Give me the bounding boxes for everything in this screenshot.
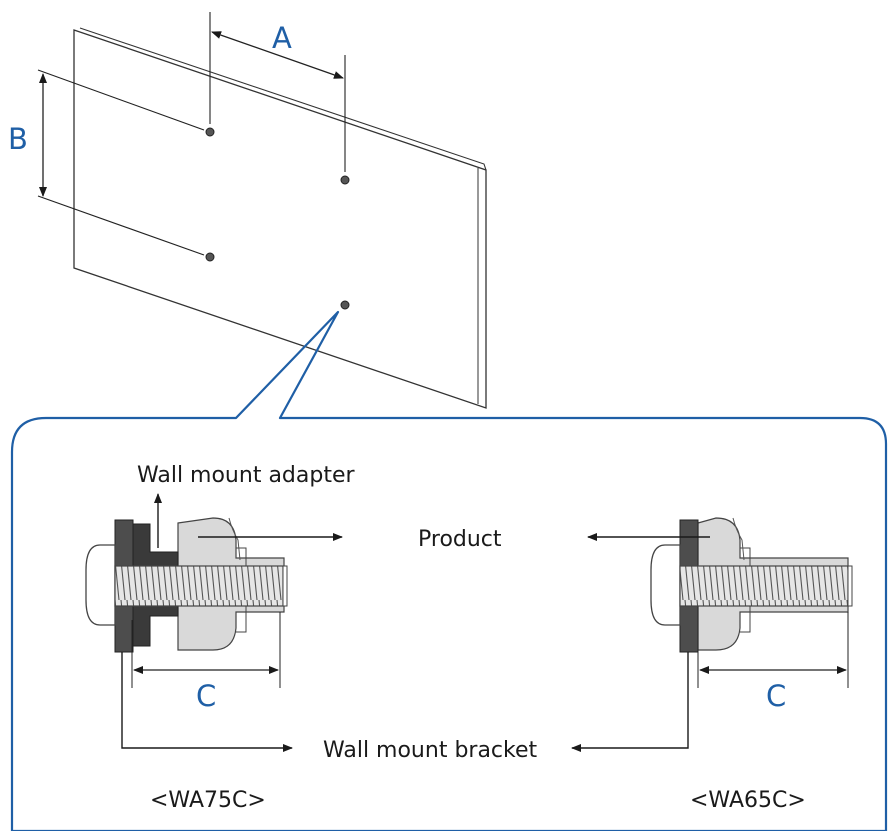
dimension-b (37, 69, 205, 256)
leader-lines (121, 493, 710, 752)
screw-detail-wa75c (85, 517, 288, 688)
label-b: B (8, 122, 28, 156)
label-product: Product (418, 527, 502, 552)
label-model-wa65c: <WA65C> (690, 788, 806, 813)
label-wall-mount-adapter: Wall mount adapter (137, 463, 355, 488)
dimension-a (209, 12, 346, 172)
product-back-panel (73, 27, 487, 409)
screw-detail-wa65c (650, 517, 853, 688)
label-c-right: C (766, 679, 786, 713)
label-c-left: C (196, 679, 216, 713)
label-wall-mount-bracket: Wall mount bracket (323, 738, 538, 763)
mounting-holes (205, 127, 350, 310)
callout-bubble (10, 310, 888, 831)
label-model-wa75c: <WA75C> (150, 788, 266, 813)
label-a: A (272, 21, 292, 55)
